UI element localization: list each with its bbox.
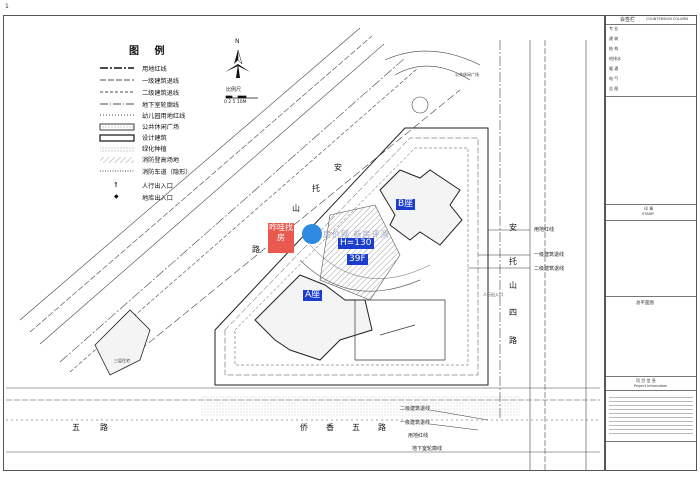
scale-label: 比例尺 — [226, 87, 242, 93]
floors-tag: 39F — [347, 254, 368, 265]
north-arrow-icon — [225, 49, 250, 78]
tb-field: 结 构 — [609, 46, 619, 51]
legend-item: 地库出入口 — [142, 195, 173, 202]
callout-label: 一级建筑退线 — [534, 252, 565, 258]
road-char: 五 — [352, 423, 360, 432]
scale-ticks: 0 2 5 10M — [224, 100, 247, 105]
tb-field: 暖 通 — [609, 66, 619, 71]
legend-item: 二级建筑退线 — [142, 90, 180, 97]
road-char: 路 — [509, 336, 517, 345]
title-block-header: 会签栏 — [620, 17, 636, 23]
road-char: 香 — [326, 423, 334, 432]
tb-seal-en: STAMP — [642, 212, 654, 216]
watermark-text: 房价网 新房评测 — [323, 230, 390, 239]
legend-item: 消防车道（隐形） — [142, 169, 192, 176]
road-char: 安 — [334, 163, 342, 172]
podium-outline — [354, 299, 446, 361]
callout-label: 地下室轮廓线 — [412, 446, 443, 452]
road-char: 路 — [100, 423, 108, 432]
callout-label: 用地红线 — [408, 433, 429, 439]
tb-seal-label: 印 章 — [644, 206, 654, 211]
legend-item: 公共休闲广场 — [142, 124, 180, 131]
building-a-outline — [254, 274, 373, 361]
callout-label: 二级建筑退线 — [534, 266, 565, 272]
legend-item: 地下室轮廓线 — [142, 102, 180, 109]
kindergarten-label: 三层住宅 — [114, 358, 130, 363]
svg-text:⇑: ⇑ — [113, 181, 119, 189]
tb-notes-title: 项 目 信 息 — [636, 378, 656, 383]
title-block: 会签栏 COUNTERSIGN COLUMN 专 业 建 筑 结 构 给排水 暖… — [605, 15, 697, 471]
callout-label: 用地红线 — [534, 227, 555, 233]
tb-drawing-label: 总平面图 — [636, 301, 654, 306]
road-char: 山 — [292, 204, 300, 213]
tb-notes-en: Project Information — [634, 384, 668, 388]
road-char: 托 — [509, 257, 517, 266]
entry-label: 人行出入口 — [483, 292, 503, 297]
notes-text-block — [609, 394, 693, 434]
building-b-tag: B座 — [396, 199, 416, 210]
legend-symbols — [99, 67, 135, 172]
legend-item: 消防登高场地 — [142, 157, 180, 164]
kindergarten-outline — [94, 309, 151, 376]
fire-access-area — [319, 204, 401, 301]
green-planting-area — [200, 395, 520, 417]
road-char: 山 — [509, 281, 517, 290]
tb-field: 建 筑 — [609, 36, 619, 41]
callout-label: 二级建筑退线 — [400, 406, 431, 412]
svg-text:◆: ◆ — [114, 193, 119, 200]
north-letter: N — [235, 38, 240, 45]
road-char: 路 — [378, 423, 386, 432]
legend-item: 人行出入口 — [142, 183, 173, 190]
plaza-label: 公共休闲广场 — [455, 72, 479, 77]
legend-item: 绿化种植 — [142, 146, 167, 153]
road-char: 五 — [72, 423, 80, 432]
road-char: 托 — [312, 184, 320, 193]
scale-bar — [225, 95, 258, 99]
building-b-outline — [379, 169, 463, 246]
legend-item: 一级建筑退线 — [142, 78, 180, 85]
watermark-logo-icon — [302, 224, 322, 244]
title-block-header-en: COUNTERSIGN COLUMN — [646, 17, 689, 21]
tb-field: 给排水 — [609, 56, 621, 61]
frame-marker: 1 — [5, 3, 9, 10]
tb-field: 总 图 — [609, 86, 619, 91]
road-char: 安 — [509, 223, 517, 232]
diagonal-road-lines — [19, 27, 461, 373]
height-tag: H=130 — [338, 238, 374, 249]
road-char: 四 — [509, 308, 517, 317]
callout-label: 一级建筑退线 — [400, 420, 431, 426]
legend-item: 用地红线 — [142, 66, 167, 73]
legend-item: 设计建筑 — [142, 135, 167, 142]
watermark-badge: 咋哇找房 — [268, 223, 294, 253]
legend-item: 幼儿园用地红线 — [142, 113, 186, 120]
tb-field: 电 气 — [609, 76, 619, 81]
legend-title: 图 例 — [129, 46, 171, 57]
building-a-tag: A座 — [303, 290, 323, 301]
road-char: 路 — [252, 245, 260, 254]
drawing-frame — [3, 15, 605, 471]
site-boundary — [214, 127, 489, 386]
road-char: 侨 — [300, 423, 308, 432]
public-plaza-curves — [384, 50, 481, 114]
tb-field: 专 业 — [609, 26, 619, 31]
